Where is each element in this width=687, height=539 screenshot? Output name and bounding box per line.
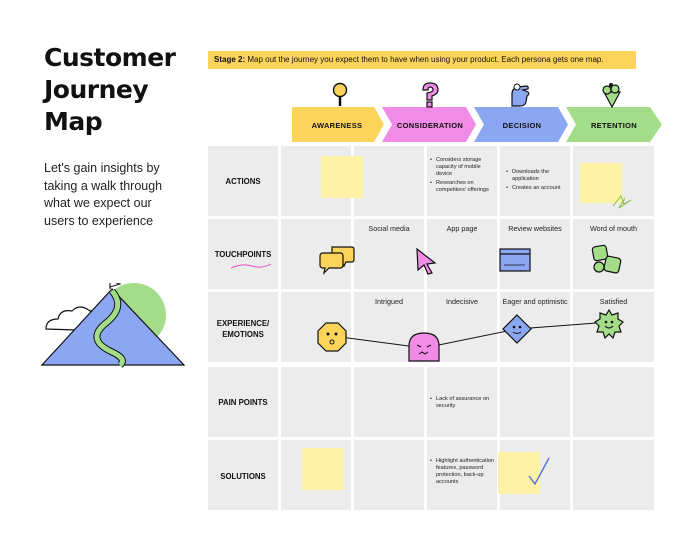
chat-bubbles-icon	[319, 246, 355, 275]
question-mark-icon	[422, 82, 439, 108]
sticky-note[interactable]	[321, 156, 363, 198]
stage-arrow-awareness	[292, 107, 384, 142]
list-item: Downloads the application	[506, 169, 568, 183]
stage-consideration: CONSIDERATION	[396, 121, 464, 130]
row-label-cell	[208, 440, 278, 510]
list-item: Considers storage capacity of mobile dev…	[430, 157, 496, 178]
stage-arrow-consideration	[382, 107, 476, 142]
list-item: Researches on competitors' offerings	[430, 180, 496, 194]
checkmark-icon	[528, 457, 550, 486]
intrigued-face-icon	[317, 322, 347, 352]
row-label-solutions: SOLUTIONS	[220, 472, 266, 481]
touchpoint-label: Word of mouth	[589, 224, 637, 233]
title-line-3: Map	[44, 107, 103, 136]
touchpoint-label: Social media	[368, 224, 410, 233]
row-label-actions: ACTIONS	[225, 177, 261, 186]
list-item: Highlight authentication features, passw…	[430, 458, 496, 486]
grid-cell	[500, 367, 570, 437]
row-label-cell	[208, 367, 278, 437]
actions-consideration-list: Considers storage capacity of mobile dev…	[430, 157, 496, 196]
stage-arrow-retention	[566, 107, 662, 142]
grid-cell	[354, 219, 424, 289]
grid-cell	[281, 367, 351, 437]
actions-decision-list: Downloads the application Creates an acc…	[506, 169, 568, 194]
grid-cell	[427, 219, 497, 289]
row-label-touchpoints: TOUCHPOINTS	[214, 250, 272, 259]
emotion-label: Satisfied	[599, 297, 628, 306]
list-item: Creates an account	[506, 185, 568, 192]
ice-cream-icon	[602, 83, 621, 108]
solutions-consideration-list: Highlight authentication features, passw…	[430, 458, 496, 488]
banner-label: Stage 2:	[214, 55, 246, 64]
list-item: Lack of assurance on security	[430, 396, 496, 410]
eager-face-icon	[502, 314, 532, 344]
title-line-1: Customer	[44, 43, 176, 72]
page-title: Customer Journey Map	[44, 42, 204, 138]
indecisive-face-icon	[408, 332, 440, 362]
sticky-note[interactable]	[302, 448, 344, 490]
title-line-2: Journey	[44, 75, 149, 104]
row-label-cell	[208, 219, 278, 289]
row-label-cell	[208, 292, 278, 362]
row-label-experience-line-2: EMOTIONS	[222, 330, 264, 339]
row-label-experience-line-1: EXPERIENCE/	[216, 319, 270, 328]
row-label-cell	[208, 146, 278, 216]
satisfied-face-icon	[594, 309, 624, 339]
grid-cell	[354, 146, 424, 216]
emotion-label: Intrigued	[375, 297, 403, 306]
stage-retention: RETENTION	[590, 121, 638, 130]
cursor-icon	[416, 247, 437, 275]
emotion-label: Indecisive	[446, 297, 478, 306]
mountain-illustration	[40, 283, 186, 368]
touchpoint-label: App page	[446, 224, 478, 233]
scribble-decoration	[230, 263, 272, 269]
stage-header: AWARENESS CONSIDERATION DECISION RETENTI…	[292, 82, 662, 142]
sticky-note[interactable]	[580, 163, 622, 203]
sticky-note[interactable]	[498, 452, 540, 494]
hand-decision-icon	[511, 83, 530, 107]
browser-window-icon	[499, 248, 531, 272]
magnifier-icon	[332, 82, 348, 106]
flag-icon	[109, 283, 122, 288]
grid-cell	[573, 440, 654, 510]
stage-decision: DECISION	[502, 121, 542, 130]
pain-points-consideration-list: Lack of assurance on security	[430, 396, 496, 412]
stage-arrow-decision	[474, 107, 568, 142]
emotion-curve	[332, 321, 611, 349]
stage-awareness: AWARENESS	[311, 121, 363, 130]
touchpoint-label: Review websites	[508, 224, 562, 233]
word-of-mouth-icon	[591, 244, 622, 274]
intro-text: Let's gain insights by taking a walk thr…	[44, 161, 163, 228]
banner-text: Map out the journey you expect them to h…	[245, 55, 604, 64]
grid-cell	[354, 440, 424, 510]
grid-cell	[354, 367, 424, 437]
star-doodle-icon	[612, 195, 632, 209]
row-label-experience: EXPERIENCE/ EMOTIONS	[208, 318, 278, 340]
grid-cell	[573, 367, 654, 437]
mountain-icon	[40, 288, 186, 366]
grid-cell	[573, 219, 654, 289]
stage-banner: Stage 2: Map out the journey you expect …	[208, 51, 636, 69]
row-label-pain-points: PAIN POINTS	[218, 398, 268, 407]
emotion-label: Eager and optimistic	[502, 297, 568, 306]
